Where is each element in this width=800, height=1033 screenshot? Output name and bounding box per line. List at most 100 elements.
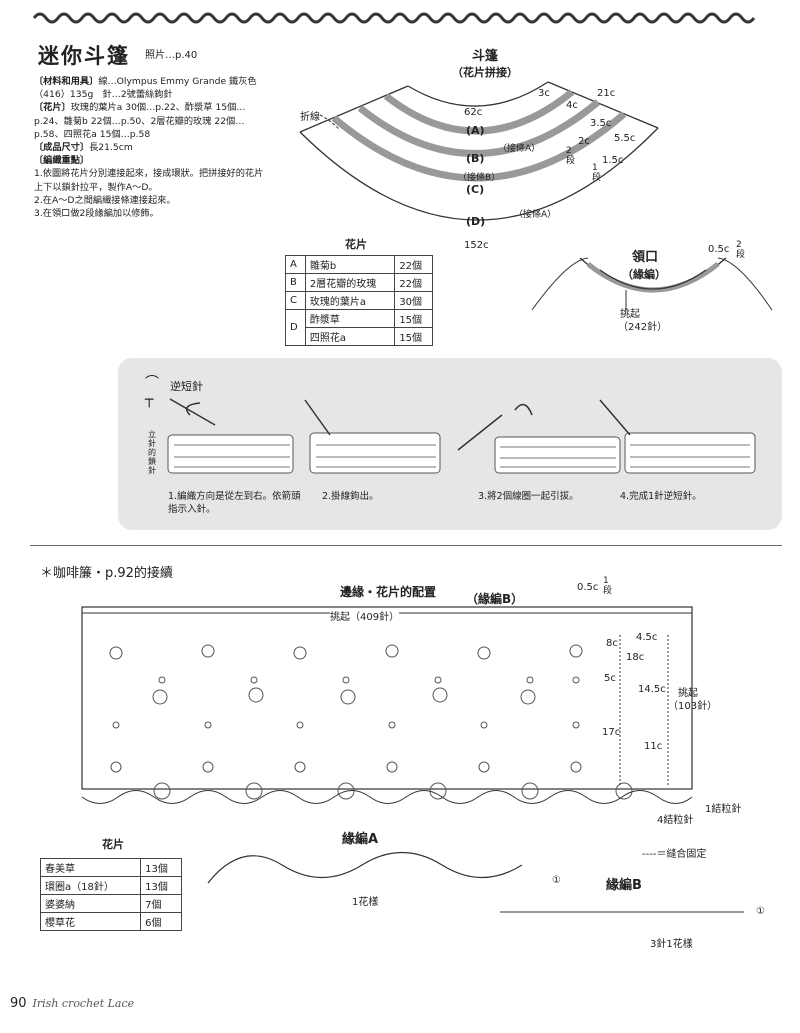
edge-a-title: 緣編A xyxy=(342,832,379,847)
curtain-top-row: 1段 xyxy=(603,576,613,596)
table-cell-count: 7個 xyxy=(140,894,182,913)
size-key: 〔成品尺寸〕 xyxy=(34,142,90,154)
join-b-label: （接條B） xyxy=(458,173,501,183)
edge-b-title: 緣編B xyxy=(606,878,642,893)
table-cell-count: 13個 xyxy=(140,858,182,877)
edge-b-repeat: 3針1花樣 xyxy=(650,939,693,950)
table-cell-name: 酢漿草 xyxy=(304,309,396,328)
row-b-label: (B) xyxy=(466,152,485,165)
row-a-label: (A) xyxy=(466,124,485,137)
point-1: 1.依圖將花片分別連接起來，接成環狀。把拼接好的花片上下以鎖針拉平，製作A～D。 xyxy=(34,168,264,193)
join-a-label-1: （接條A） xyxy=(498,144,541,154)
table-row: C 玫瑰的葉片a 30個 xyxy=(285,291,433,310)
curtain-pickup-count: （103針） xyxy=(668,701,718,712)
edge-b-chart xyxy=(500,911,744,913)
reverse-sc-step-4: 4.完成1針逆短針。 xyxy=(620,491,702,502)
curtain-dim-8c: 8c xyxy=(606,638,618,649)
collar-dim: 0.5c xyxy=(708,244,730,255)
curtain-dim-18c: 18c xyxy=(626,652,645,663)
table-cell-name: 春美草 xyxy=(39,858,142,877)
curtain-pickup-right: 挑起 xyxy=(678,688,698,699)
size-text: 長21.5cm xyxy=(89,142,133,154)
collar-stitch-count: （242針） xyxy=(618,322,668,333)
curtain-dim-5c: 5c xyxy=(604,673,616,684)
row-d-label: (D) xyxy=(466,215,486,228)
side-chain-label: 立針的鎖針 xyxy=(148,430,156,475)
materials-text: 線…Olympus Emmy Grande 鐵灰色（416）135g 針…2號蕾… xyxy=(34,76,257,101)
edge-a-chart xyxy=(207,851,523,884)
reverse-sc-illustrations xyxy=(167,398,756,474)
collar-subtitle: （緣編） xyxy=(622,268,666,281)
motif-table: A 雛菊b 22個 B 2層花瓣的玫瑰 22個 C 玫瑰的葉片a 30個 D 酢… xyxy=(285,255,433,346)
dim-2c: 2c xyxy=(578,136,590,147)
collar-diagram xyxy=(531,257,773,311)
curtain-dim-14-5c: 14.5c xyxy=(638,684,666,695)
table-cell-name: 四照花a xyxy=(304,327,396,346)
sewing-legend: ----＝縫合固定 xyxy=(642,849,707,860)
point-3: 3.在領口做2段緣編加以修飾。 xyxy=(34,208,159,220)
collar-title: 領口 xyxy=(632,250,659,265)
edge-a-start: ① xyxy=(552,875,561,886)
table-cell-name: 雛菊b xyxy=(304,255,396,274)
curtain-pickup: 挑起（409針） xyxy=(330,608,400,623)
curtain-heading: ＊咖啡簾・p.92的接續 xyxy=(40,566,173,581)
table-cell-key: A xyxy=(285,255,306,274)
table-cell-name: 2層花瓣的玫瑰 xyxy=(304,273,396,292)
picot-1-label: 1結粒針 xyxy=(705,804,742,815)
dim-21c: 21c xyxy=(597,88,616,99)
reverse-sc-step-2: 2.掛線鉤出。 xyxy=(322,491,379,502)
curtain-top-dim: 0.5c xyxy=(577,582,599,593)
collar-pickup: 挑起 xyxy=(620,309,640,320)
reverse-sc-step-1: 1.編織方向是從左到右。依箭頭指示入針。 xyxy=(168,491,301,515)
reverse-sc-symbol: ⌒┬ xyxy=(145,375,159,408)
reverse-sc-step-3: 3.將2個線圈一起引拔。 xyxy=(478,491,579,502)
point-2: 2.在A～D之間編織接條連接起來。 xyxy=(34,194,176,206)
dim-2-rows: 2段 xyxy=(566,146,576,166)
table-cell-count: 15個 xyxy=(394,309,433,328)
page-title: 迷你斗篷 xyxy=(38,44,130,68)
table-row: 環圈a（18針）13個 xyxy=(39,876,182,895)
table-cell-key: D xyxy=(285,309,306,346)
dim-152c: 152c xyxy=(464,240,489,251)
dim-1-5c: 1.5c xyxy=(602,155,624,166)
curtain-table-title: 花片 xyxy=(102,838,124,851)
page-number: 90 xyxy=(10,996,27,1011)
materials-block: 〔材料和用具〕線…Olympus Emmy Grande 鐵灰色（416）135… xyxy=(34,75,269,220)
table-row: A 雛菊b 22個 xyxy=(285,255,433,274)
join-a-label-2: （接條A） xyxy=(514,210,557,220)
curtain-layout-title: 邊緣・花片的配置 xyxy=(340,585,437,599)
points-key: 〔編織重點〕 xyxy=(34,155,90,167)
edge-b-start: ① xyxy=(756,906,765,917)
table-cell-count: 22個 xyxy=(394,255,433,274)
table-cell-name: 玫瑰的葉片a xyxy=(304,291,396,310)
motif-text: 玫瑰的葉片a 30個…p.22、酢漿草 15個…p.24、雛菊b 22個…p.5… xyxy=(34,102,246,140)
decorative-chain-border xyxy=(32,12,756,24)
motif-table-title: 花片 xyxy=(345,238,367,251)
cape-diagram-title: 斗篷 xyxy=(471,49,498,64)
reverse-sc-title: 逆短針 xyxy=(170,380,203,393)
table-cell-count: 30個 xyxy=(394,291,433,310)
table-cell-name: 環圈a（18針） xyxy=(39,876,142,895)
dim-3c: 3c xyxy=(538,88,550,99)
dim-1-row: 1段 xyxy=(592,163,602,183)
book-title: Irish crochet Lace xyxy=(32,997,135,1010)
dim-4c: 4c xyxy=(566,100,578,111)
curtain-dim-17c: 17c xyxy=(602,727,621,738)
table-row: D 酢漿草 15個 xyxy=(285,309,433,346)
motif-key: 〔花片〕 xyxy=(34,102,71,114)
row-c-label: (C) xyxy=(466,183,485,196)
page-footer: 90 Irish crochet Lace xyxy=(10,996,134,1011)
table-cell-name: 櫻草花 xyxy=(39,912,142,931)
photo-reference: 照片…p.40 xyxy=(145,50,198,61)
cape-diagram-subtitle: （花片拼接） xyxy=(452,66,518,79)
table-cell-key: B xyxy=(285,273,306,292)
curtain-dim-4-5c: 4.5c xyxy=(636,632,658,643)
edge-a-repeat: 1花樣 xyxy=(352,897,379,908)
curtain-edge-b-label: （緣編B） xyxy=(466,592,524,606)
materials-key: 〔材料和用具〕 xyxy=(34,76,99,87)
picot-4-label: 4結粒針 xyxy=(657,815,694,826)
fold-label: 折線 xyxy=(300,112,320,123)
